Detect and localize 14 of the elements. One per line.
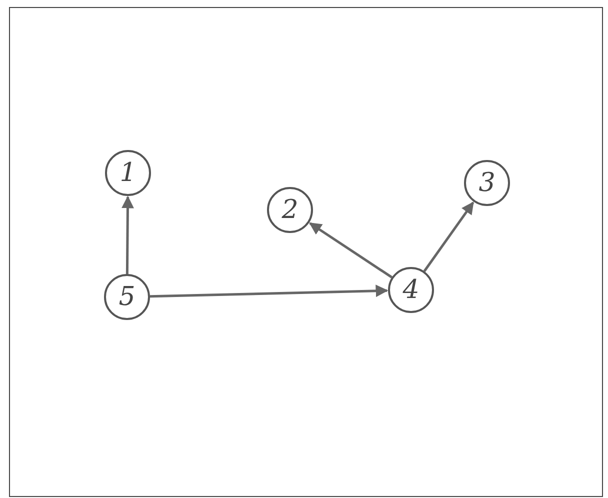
arrow	[423, 202, 474, 272]
node-circle	[267, 187, 313, 233]
arrow	[150, 284, 388, 298]
node-circle	[388, 267, 434, 313]
node-circle	[105, 150, 151, 196]
node-circle	[464, 160, 510, 206]
node-label: 4	[402, 277, 420, 303]
node-label: 1	[120, 160, 136, 186]
node-label: 2	[282, 197, 298, 223]
node-circle	[104, 274, 150, 320]
node-label: 5	[118, 284, 136, 310]
arrow	[308, 222, 392, 278]
node-label: 3	[478, 170, 496, 196]
arrow	[121, 196, 134, 274]
